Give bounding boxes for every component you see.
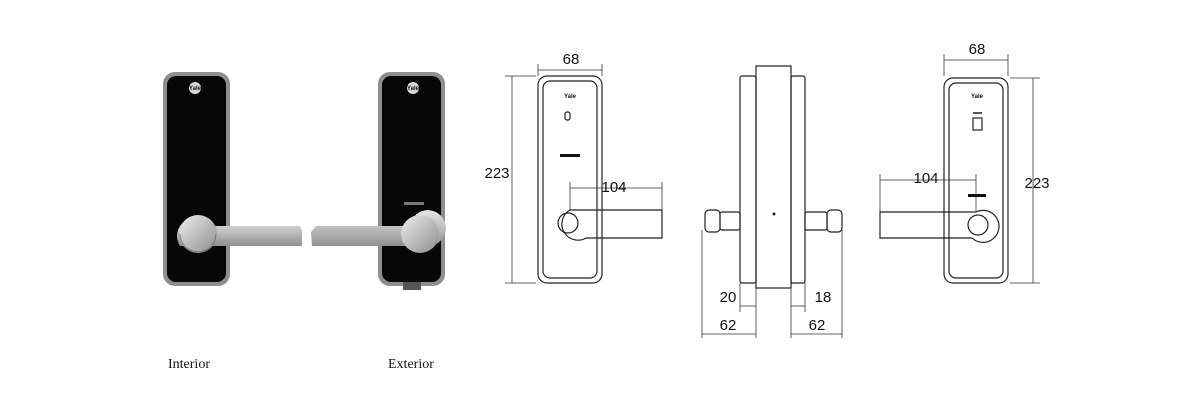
front-lever	[561, 209, 663, 241]
side-spindle-dot	[772, 212, 776, 216]
back-inner-plate	[948, 82, 1004, 279]
interior-rose	[179, 215, 217, 253]
front-height-label: 223	[484, 165, 509, 182]
interior-logo-text: Yale	[189, 86, 202, 92]
side-door-leaf	[755, 65, 792, 289]
exterior-card-slot	[404, 202, 424, 205]
exterior-lock-photo: Yale	[311, 72, 446, 290]
front-lever-length-label: 104	[601, 179, 626, 196]
front-width-label: 68	[563, 51, 580, 68]
side-dimension-lines	[701, 230, 843, 338]
exterior-body	[382, 76, 441, 282]
exterior-battery-cover	[403, 282, 421, 290]
back-outer-plate	[943, 77, 1009, 284]
side-interior-lever	[719, 211, 741, 231]
front-keyhole-icon	[564, 111, 571, 121]
back-lever	[879, 209, 1000, 243]
side-view-drawing	[704, 65, 843, 289]
side-interior-plate	[739, 75, 757, 284]
front-dimension-lines	[505, 64, 663, 284]
front-view-drawing	[537, 75, 663, 284]
front-inner-plate	[542, 80, 598, 279]
back-view-drawing	[879, 77, 1009, 284]
side-interior-thickness-label: 20	[720, 289, 737, 306]
front-card-slot	[560, 154, 580, 157]
front-outer-plate	[537, 75, 603, 284]
front-logo-text: Yale	[564, 94, 577, 100]
side-exterior-plate	[790, 75, 806, 284]
interior-caption: Interior	[168, 357, 210, 372]
exterior-rose	[401, 215, 439, 253]
back-width-label: 68	[969, 41, 986, 58]
exterior-logo-badge	[407, 82, 419, 94]
back-height-label: 223	[1024, 175, 1049, 192]
back-lever-rose	[967, 214, 989, 236]
exterior-caption: Exterior	[388, 357, 434, 372]
side-interior-depth-label: 62	[720, 317, 737, 334]
side-interior-lever-tip	[704, 209, 721, 233]
back-lever-length-label: 104	[913, 170, 938, 187]
interior-lock-photo: Yale	[163, 72, 302, 286]
interior-logo-badge	[189, 82, 201, 94]
back-logo-text: Yale	[971, 94, 984, 100]
back-card-reader-mark	[973, 112, 982, 114]
back-dimension-lines	[879, 54, 1040, 284]
exterior-logo-text: Yale	[407, 86, 420, 92]
back-indicator-slot	[968, 194, 986, 197]
front-lever-rose	[557, 212, 579, 234]
side-exterior-thickness-label: 18	[815, 289, 832, 306]
back-card-reader-icon	[972, 117, 983, 131]
side-exterior-lever-tip	[826, 209, 843, 233]
side-exterior-depth-label: 62	[809, 317, 826, 334]
side-exterior-lever	[804, 211, 828, 231]
